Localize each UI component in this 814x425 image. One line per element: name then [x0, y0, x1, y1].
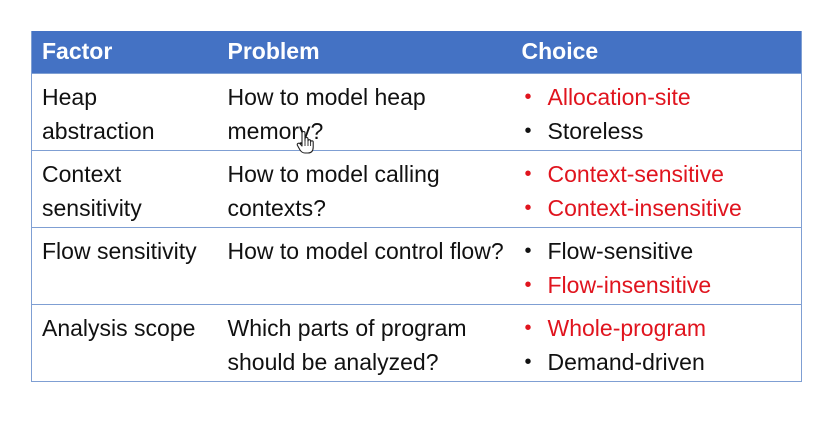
problem-cell: How to model calling contexts? — [227, 160, 440, 221]
factor-cell: Heap abstraction — [42, 83, 155, 144]
table-row: Flow sensitivity How to model control fl… — [31, 227, 802, 304]
table-row: Heap abstraction How to model heap memor… — [31, 73, 802, 150]
choice-item: • Allocation-site — [522, 80, 798, 114]
bullet-icon: • — [524, 162, 532, 185]
factor-cell: Analysis scope — [42, 314, 196, 341]
choice-item: • Storeless — [522, 114, 798, 148]
factor-cell: Flow sensitivity — [42, 237, 197, 264]
header-row: Factor Problem Choice — [31, 31, 802, 73]
choice-cell: • Flow-sensitive • Flow-insensitive — [512, 227, 802, 304]
choice-label: Whole-program — [547, 314, 707, 341]
choice-list: • Whole-program • Demand-driven — [522, 311, 798, 379]
choice-label: Storeless — [547, 117, 644, 144]
choice-list: • Flow-sensitive • Flow-insensitive — [522, 234, 798, 302]
bullet-icon: • — [524, 85, 532, 108]
choice-label: Context-sensitive — [547, 160, 724, 187]
bullet-icon: • — [524, 316, 532, 339]
table-header: Factor Problem Choice — [31, 31, 802, 73]
header-factor: Factor — [42, 38, 113, 65]
bullet-icon: • — [524, 273, 532, 296]
choice-item: • Context-insensitive — [522, 191, 798, 225]
choice-item: • Whole-program — [522, 311, 798, 345]
choice-label: Allocation-site — [547, 83, 691, 110]
factors-table: Factor Problem Choice Heap abstraction H… — [31, 31, 802, 382]
choice-label: Context-insensitive — [547, 194, 742, 221]
choice-cell: • Whole-program • Demand-driven — [512, 304, 802, 381]
problem-cell: How to model heap memory? — [227, 83, 426, 144]
choice-list: • Allocation-site • Storeless — [522, 80, 798, 148]
choice-item: • Demand-driven — [522, 345, 798, 379]
choice-item: • Context-sensitive — [522, 157, 798, 191]
bullet-icon: • — [524, 196, 532, 219]
problem-cell: How to model control flow? — [227, 237, 504, 264]
choice-cell: • Allocation-site • Storeless — [512, 73, 802, 150]
choice-item: • Flow-sensitive — [522, 234, 798, 268]
choice-label: Flow-sensitive — [547, 237, 694, 264]
choice-label: Demand-driven — [547, 348, 705, 375]
choice-item: • Flow-insensitive — [522, 268, 798, 302]
problem-cell: Which parts of program should be analyze… — [227, 314, 467, 375]
table-row: Analysis scope Which parts of program sh… — [31, 304, 802, 381]
bullet-icon: • — [524, 239, 532, 262]
table-row: Context sensitivity How to model calling… — [31, 150, 802, 227]
choice-label: Flow-insensitive — [547, 271, 712, 298]
choice-cell: • Context-sensitive • Context-insensitive — [512, 150, 802, 227]
bullet-icon: • — [524, 350, 532, 373]
hand-pointer-icon — [296, 131, 314, 154]
header-problem: Problem — [227, 38, 320, 65]
bullet-icon: • — [524, 119, 532, 142]
factor-cell: Context sensitivity — [42, 160, 142, 221]
choice-list: • Context-sensitive • Context-insensitive — [522, 157, 798, 225]
header-choice: Choice — [521, 38, 599, 65]
table-body: Heap abstraction How to model heap memor… — [31, 73, 802, 381]
